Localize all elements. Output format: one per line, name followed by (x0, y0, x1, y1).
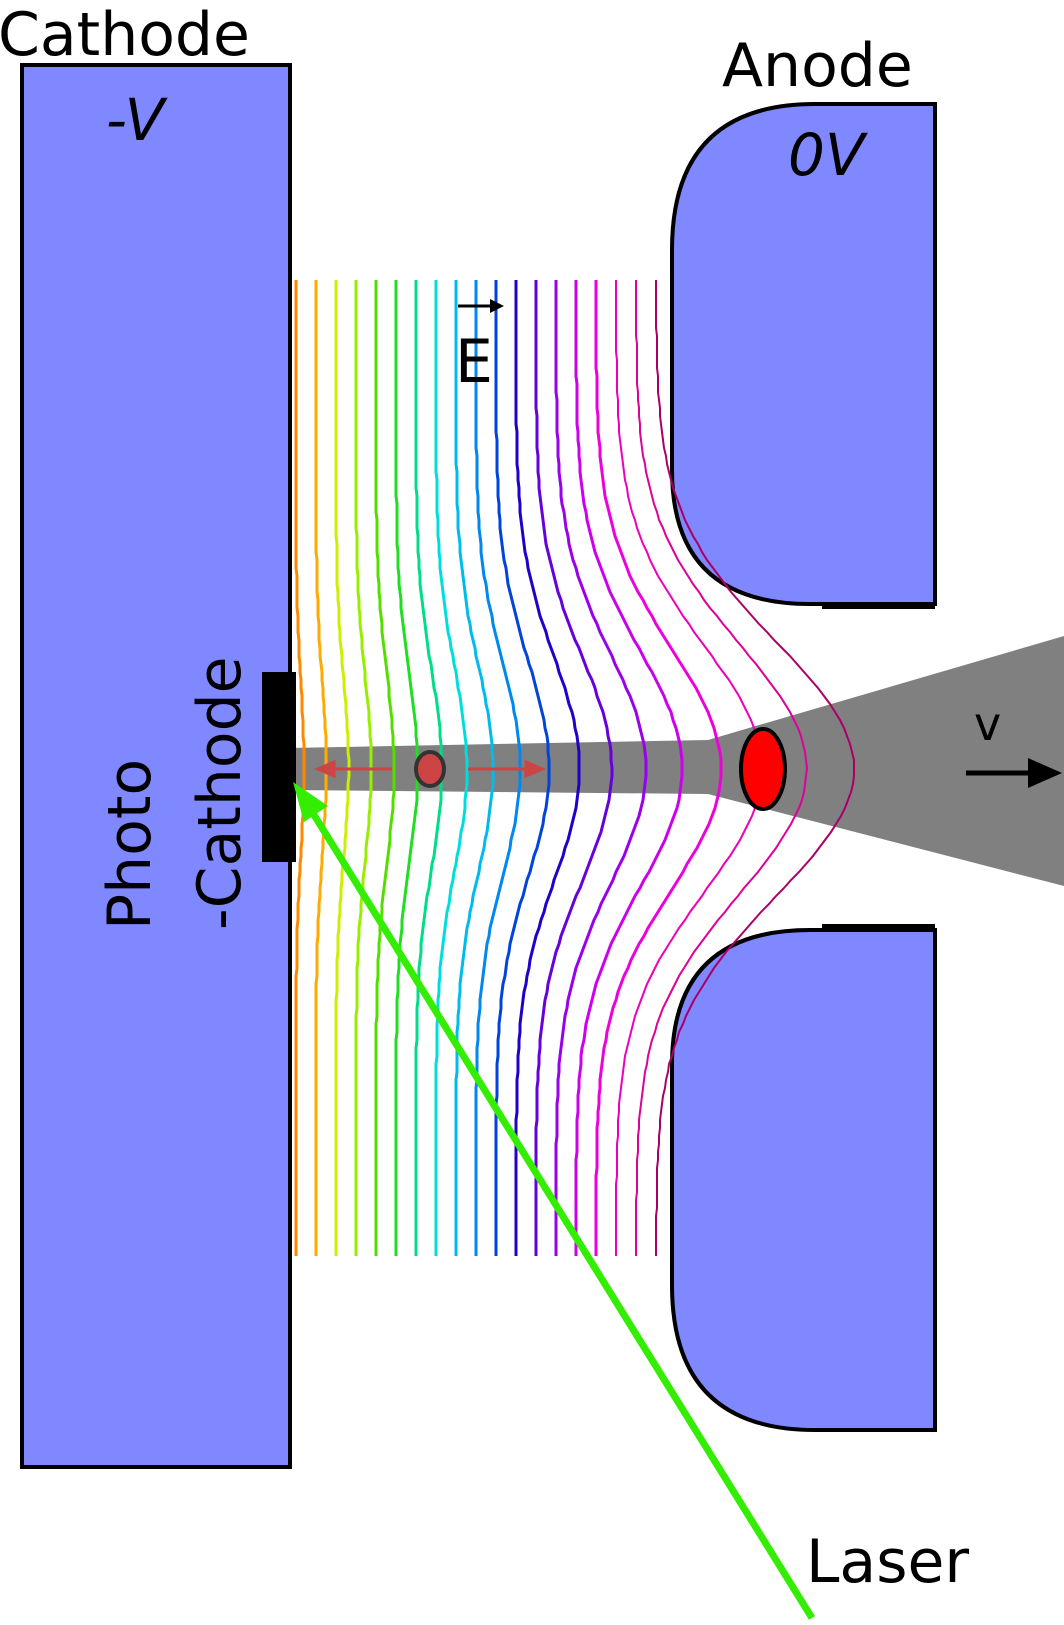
equipotential-line (655, 280, 855, 1256)
equipotential-line (574, 280, 684, 1256)
photocathode-label-line1: Photo (95, 759, 165, 930)
cathode-label: Cathode (0, 0, 250, 70)
equipotential-line (374, 280, 396, 1256)
anode-upper (670, 102, 937, 606)
anode-lower (670, 928, 937, 1432)
laser-beam (293, 782, 815, 1620)
equipotential-line (294, 280, 306, 1256)
velocity-arrow (966, 758, 1062, 788)
equipotential-line (514, 280, 581, 1256)
expansion-arrows (314, 759, 546, 779)
electron-beam (288, 636, 1064, 886)
velocity-label: v (974, 697, 1001, 751)
cathode-potential-label: -V (106, 86, 169, 154)
equipotential-line (554, 280, 648, 1256)
equipotential-line (635, 280, 809, 1256)
equipotential-line (494, 280, 551, 1256)
equipotential-line (434, 280, 469, 1256)
equipotential-line (534, 280, 614, 1256)
equipotential-line (594, 280, 723, 1256)
field-label: E (455, 327, 493, 397)
accelerated-electron-bunch (739, 727, 787, 811)
field-vector-arrow (458, 299, 504, 313)
anode-label: Anode (722, 31, 913, 101)
anode-potential-label: 0V (788, 121, 869, 189)
laser-label: Laser (806, 1527, 969, 1597)
photocathode-label-line2: -Cathode (185, 656, 255, 930)
initial-electron-bunch (414, 750, 446, 788)
cathode-electrode (20, 63, 292, 1469)
photocathode-plate (262, 672, 296, 862)
